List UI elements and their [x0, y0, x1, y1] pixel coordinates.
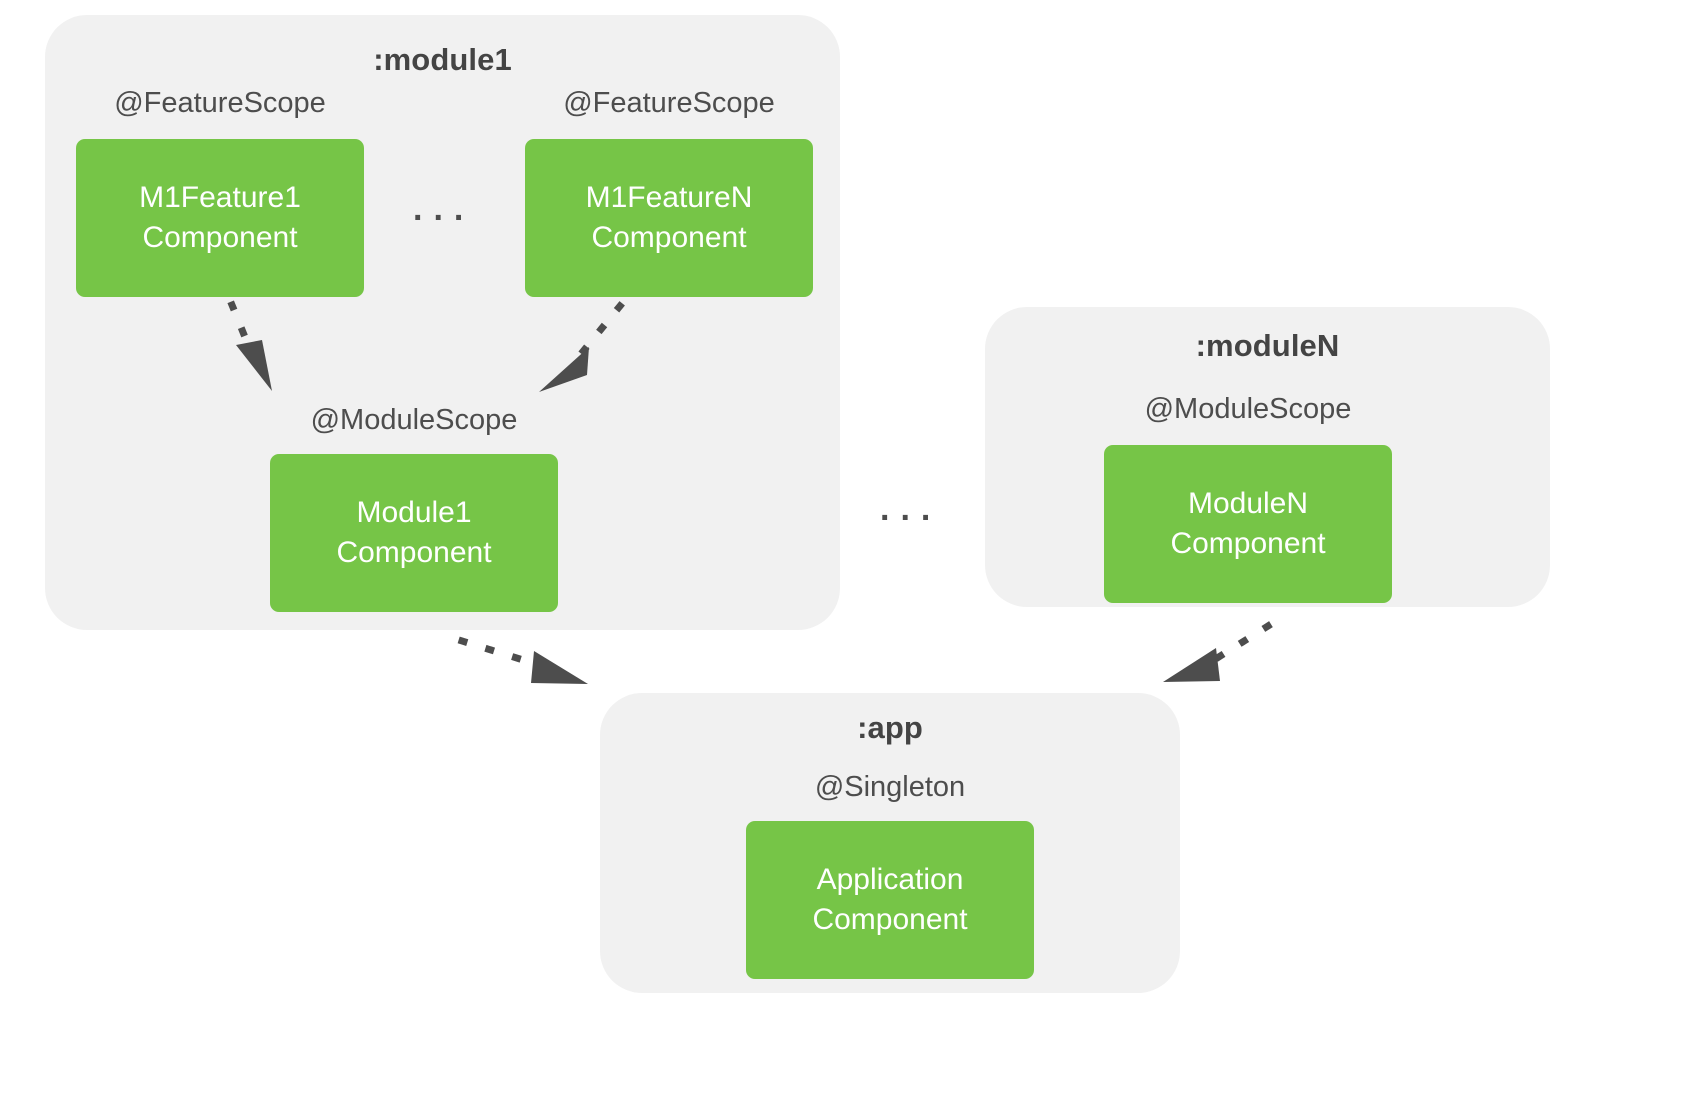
feature-ellipsis-module1: ...	[413, 190, 475, 228]
component-name-line2: Component	[591, 221, 747, 254]
component-name-line1: M1Feature1	[139, 181, 301, 215]
component-box-modulencomponent[interactable]: ModuleN Component	[1104, 445, 1392, 603]
component-name-line2: Component	[142, 221, 298, 254]
component-name-line2: Component	[812, 903, 968, 936]
module-ellipsis: ...	[880, 490, 942, 528]
component-box-m1feature1component[interactable]: M1Feature1 Component	[76, 139, 364, 297]
dependency-arrow-modulen-to-application	[1163, 621, 1273, 682]
scope-label-m1feature1: @FeatureScope	[114, 87, 326, 119]
component-box-module1component[interactable]: Module1 Component	[270, 454, 558, 612]
dependency-arrow-module1-to-application	[457, 636, 588, 684]
module-panel-title-modulen: :moduleN	[1195, 328, 1340, 363]
component-name-line2: Component	[1170, 527, 1326, 560]
component-name-line1: Module1	[356, 496, 472, 530]
module-panel-title-app: :app	[857, 710, 923, 745]
component-name-line1: Application	[816, 863, 964, 897]
component-name-line1: M1FeatureN	[585, 181, 753, 215]
module-panel-title-module1: :module1	[373, 42, 512, 77]
scope-label-module1component: @ModuleScope	[310, 404, 518, 436]
scope-label-m1featuren: @FeatureScope	[563, 87, 775, 119]
component-name-line2: Component	[336, 536, 492, 569]
component-name-line1: ModuleN	[1187, 487, 1309, 521]
component-box-m1featurencomponent[interactable]: M1FeatureN Component	[525, 139, 813, 297]
scope-label-applicationcomponent: @Singleton	[814, 771, 966, 803]
component-box-applicationcomponent[interactable]: Application Component	[746, 821, 1034, 979]
scope-label-modulencomponent: @ModuleScope	[1144, 393, 1352, 425]
